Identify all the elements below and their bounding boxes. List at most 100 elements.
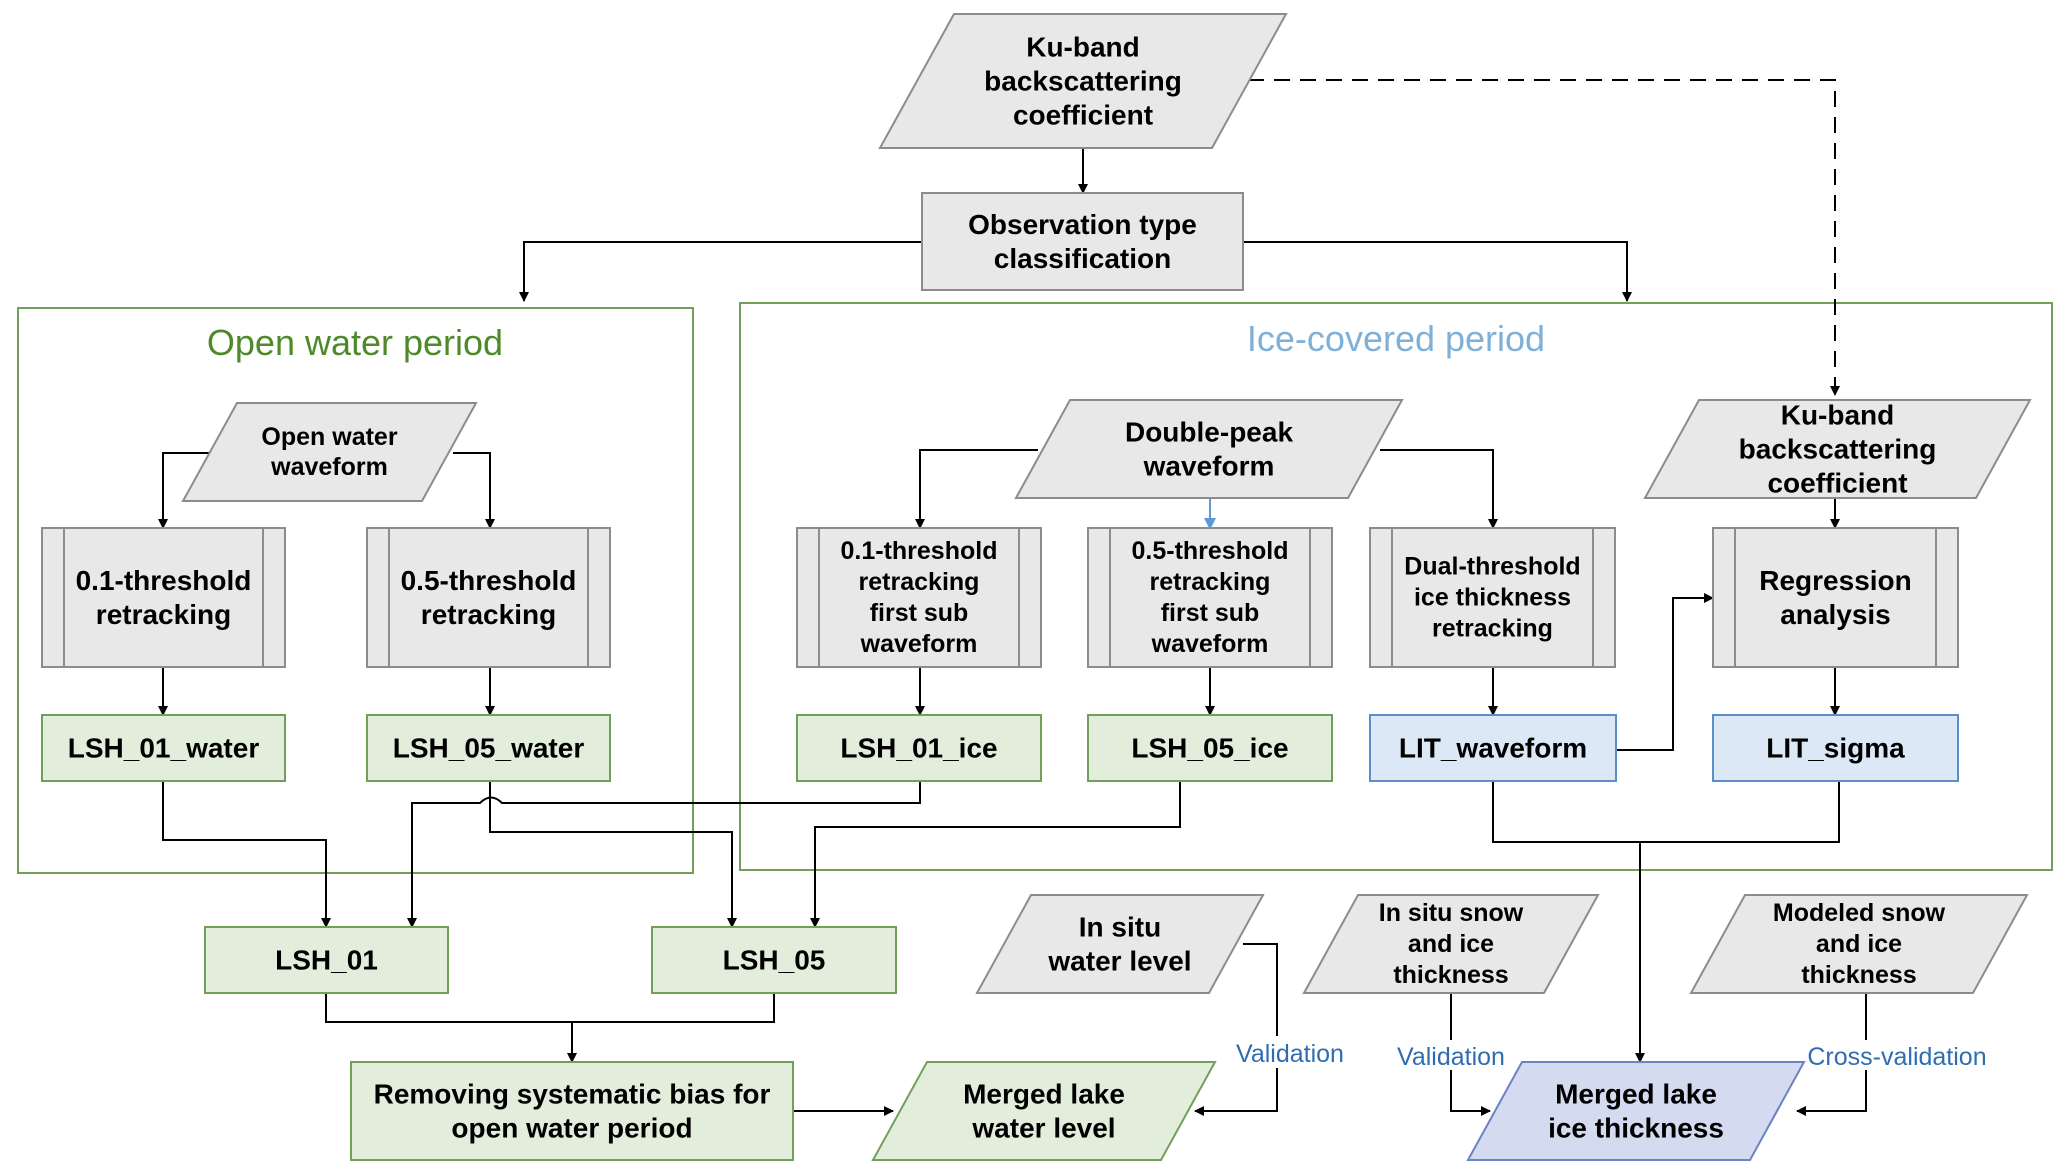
regression-label-line: Regression <box>1759 565 1912 596</box>
dual-thr-label-line: ice thickness <box>1414 584 1571 612</box>
thr05-water-shape <box>366 527 611 668</box>
insitu-wl-label-line: water level <box>1047 946 1191 977</box>
merged-wl-label-line: Merged lake <box>963 1079 1125 1110</box>
edge-modeled-mergedit <box>1796 993 1867 1116</box>
edge-classification-open <box>519 241 922 302</box>
lsh01-water-node: LSH_01_water <box>41 714 286 782</box>
thr01-ice-label-line: waveform <box>860 630 978 658</box>
edge-insitusnow-mergedit <box>1450 993 1491 1116</box>
thr05-ice-label-line: 0.5-threshold <box>1132 537 1289 565</box>
regression-shape <box>1712 527 1959 668</box>
lsh05-water-label-line: LSH_05_water <box>393 733 585 764</box>
edge-lsh-to-removing <box>325 993 775 1062</box>
lsh01-water-shape <box>41 714 286 782</box>
double-peak-shape <box>1014 399 1404 499</box>
edge-doublepeak-dualthr <box>1380 449 1498 529</box>
dual-thr-shape <box>1369 527 1616 668</box>
removing-bias-label-line: open water period <box>451 1113 692 1144</box>
lit-sigma-label-line: LIT_sigma <box>1766 733 1905 764</box>
edge-lsh01ice-lsh01 <box>407 781 921 928</box>
cross-validation-bg <box>1800 1040 1990 1070</box>
modeled-snow-label-line: Modeled snow <box>1773 899 1946 927</box>
insitu-snow-shape <box>1302 894 1600 994</box>
lsh05-label-line: LSH_05 <box>723 945 826 976</box>
lit-waveform-label-line: LIT_waveform <box>1399 733 1587 764</box>
thr01-water-label-line: 0.1-threshold <box>76 565 252 596</box>
lsh01-water-label-line: LSH_01_water <box>68 733 260 764</box>
ku-right-label-line: backscattering <box>1739 434 1937 465</box>
ku-right-label-line: Ku-band <box>1781 400 1895 431</box>
modeled-snow-label-line: thickness <box>1801 961 1916 989</box>
thr01-ice-label-line: first sub <box>870 599 969 627</box>
lsh05-water-shape <box>366 714 611 782</box>
open-wf-label-line: waveform <box>270 453 388 481</box>
edge-lit-to-mergedit <box>1492 781 1840 1062</box>
thr01-ice-label-line: retracking <box>859 568 980 596</box>
lsh01-ice-label-line: LSH_01_ice <box>840 733 997 764</box>
lit-sigma-shape <box>1712 714 1959 782</box>
validation-it-bg <box>1390 1040 1510 1070</box>
lsh01-ice-node: LSH_01_ice <box>796 714 1042 782</box>
node-layer: Ku-bandbackscatteringcoefficientObservat… <box>41 13 2032 1161</box>
open-wf-label-line: Open water <box>261 423 397 451</box>
thr05-ice-label-line: waveform <box>1151 630 1269 658</box>
edge-lsh05ice-lsh05 <box>810 781 1181 928</box>
cross-validation-label: Cross-validation <box>1807 1043 1986 1071</box>
thr05-water-label-line: retracking <box>421 599 556 630</box>
lit-waveform-shape <box>1369 714 1617 782</box>
ku-top-shape <box>878 13 1288 149</box>
ku-right-label-line: coefficient <box>1767 468 1907 499</box>
insitu-snow-label-line: and ice <box>1408 930 1494 958</box>
merged-it-shape <box>1466 1061 1806 1161</box>
edge-lsh05water-lsh05 <box>489 781 737 928</box>
thr05-ice-label-line: retracking <box>1150 568 1271 596</box>
open-water-title: Open water period <box>207 322 503 363</box>
ku-top-label-line: coefficient <box>1013 100 1153 131</box>
removing-bias-label-line: Removing systematic bias for <box>374 1079 771 1110</box>
edge-litwaveform-regression <box>1616 593 1714 751</box>
validation-wl-bg <box>1230 1036 1348 1068</box>
thr05-ice-shape <box>1087 527 1333 668</box>
open-water-section <box>17 307 694 874</box>
lsh01-label-line: LSH_01 <box>275 945 378 976</box>
double-peak-label-line: Double-peak <box>1125 417 1293 448</box>
ice-covered-section <box>739 302 2053 871</box>
obs-class-label-line: classification <box>994 243 1171 274</box>
modeled-snow-label-line: and ice <box>1816 930 1902 958</box>
edge-doublepeak-thr01ice <box>915 449 1038 529</box>
removing-bias-shape <box>350 1061 794 1161</box>
obs-class-label-line: Observation type <box>968 209 1197 240</box>
ku-top-label-line: backscattering <box>984 66 1182 97</box>
obs-class-shape <box>921 192 1244 291</box>
thr01-water-label-line: retracking <box>96 599 231 630</box>
lsh05-node: LSH_05 <box>651 926 897 994</box>
thr05-ice-label-line: first sub <box>1161 599 1260 627</box>
dual-thr-label-line: Dual-threshold <box>1404 553 1580 581</box>
open-wf-shape <box>181 402 478 502</box>
dual-thr-label-line: retracking <box>1432 615 1553 643</box>
edge-classification-ice <box>1243 241 1632 302</box>
thr01-water-shape <box>41 527 286 668</box>
validation-label-water-level: Validation <box>1236 1040 1344 1068</box>
validation-label-ice-thickness: Validation <box>1397 1043 1505 1071</box>
modeled-snow-node: Modeled snow and ice thickness <box>1689 894 2029 994</box>
merged-it-label-line: ice thickness <box>1548 1113 1724 1144</box>
double-peak-label-line: waveform <box>1143 451 1275 482</box>
thr05-water-label-line: 0.5-threshold <box>401 565 577 596</box>
lsh05-shape <box>651 926 897 994</box>
merged-it-label-line: Merged lake <box>1555 1079 1717 1110</box>
lsh05-ice-shape <box>1087 714 1333 782</box>
thr05-ice-node: 0.5-threshold retracking first sub waveform <box>1087 527 1333 668</box>
dual-thr-node: Dual-threshold ice thickness retracking <box>1369 527 1616 668</box>
